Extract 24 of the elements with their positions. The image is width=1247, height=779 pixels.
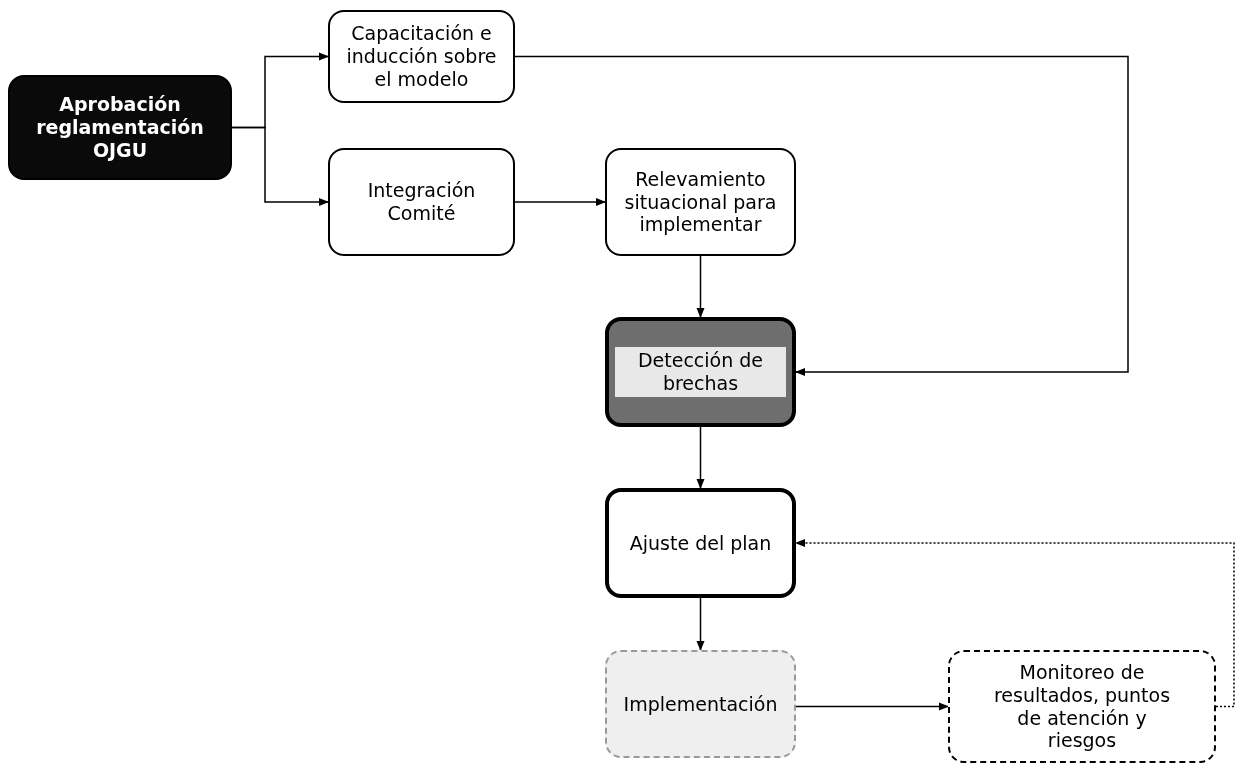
box-label: Monitoreo de resultados, puntos de atención y riesgos: [992, 660, 1172, 753]
box-label: Aprobación reglamentación OJGU: [35, 93, 205, 162]
box-label: Detección de brechas: [615, 347, 786, 397]
arrow: [795, 702, 949, 711]
process-box: [948, 650, 1216, 763]
arrow: [696, 597, 705, 651]
process-box: [8, 75, 232, 180]
process-box: [605, 488, 796, 598]
process-box: [605, 317, 796, 427]
arrow: [696, 255, 705, 318]
box-label: Relevamiento situacional para implementar: [623, 167, 778, 237]
process-box: [605, 148, 796, 256]
box-label: Implementación: [623, 692, 778, 716]
arrow: [696, 426, 705, 489]
process-box: [605, 650, 796, 758]
box-label: Ajuste del plan: [629, 531, 772, 555]
arrow: [231, 126, 329, 206]
box-label: Capacitación e inducción sobre el modelo: [345, 22, 498, 91]
process-box: [328, 10, 515, 103]
process-box: [328, 148, 515, 256]
arrow: [514, 198, 606, 206]
arrow: [514, 55, 1129, 376]
arrow: [795, 539, 1235, 708]
box-label: Integración Comité: [366, 179, 477, 225]
